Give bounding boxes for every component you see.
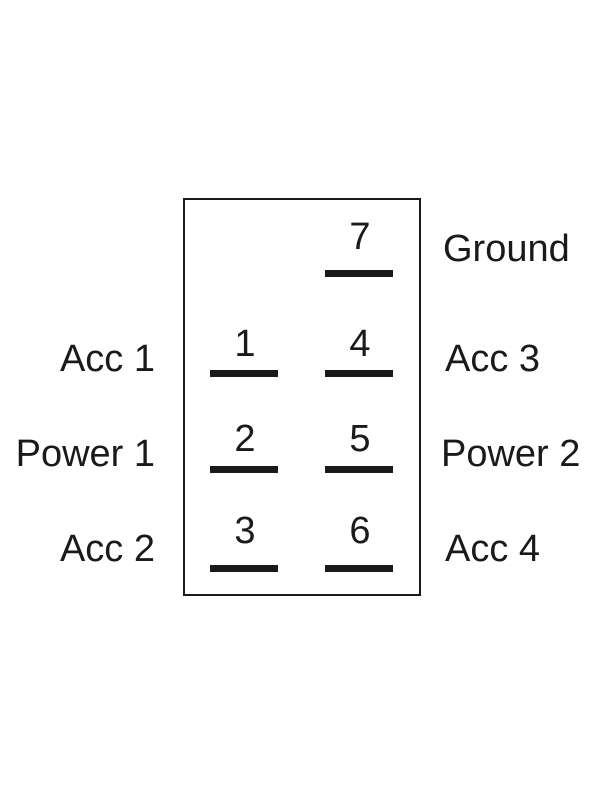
pin-7-terminal xyxy=(325,270,393,277)
pin-6-terminal xyxy=(325,565,393,572)
pin-1-number: 1 xyxy=(234,323,256,365)
pin-5-number: 5 xyxy=(349,418,371,460)
pin-5-label: Power 2 xyxy=(441,433,581,475)
pin-3-number: 3 xyxy=(234,510,256,552)
pin-5-terminal xyxy=(325,466,393,473)
pin-1-label: Acc 1 xyxy=(59,338,155,380)
pin-4-label: Acc 3 xyxy=(445,338,541,380)
pin-7-number: 7 xyxy=(349,216,371,258)
pin-2-number: 2 xyxy=(234,418,256,460)
pin-7-label: Ground xyxy=(443,228,570,270)
pin-4-terminal xyxy=(325,370,393,377)
pin-2-terminal xyxy=(210,466,278,473)
pin-3-label: Acc 2 xyxy=(59,528,155,570)
pin-6-number: 6 xyxy=(349,510,371,552)
pin-1-terminal xyxy=(210,370,278,377)
pin-2-label: Power 1 xyxy=(15,433,155,475)
switch-body-outline xyxy=(183,198,421,596)
pin-4-number: 4 xyxy=(349,323,371,365)
pin-6-label: Acc 4 xyxy=(445,528,541,570)
pin-3-terminal xyxy=(210,565,278,572)
